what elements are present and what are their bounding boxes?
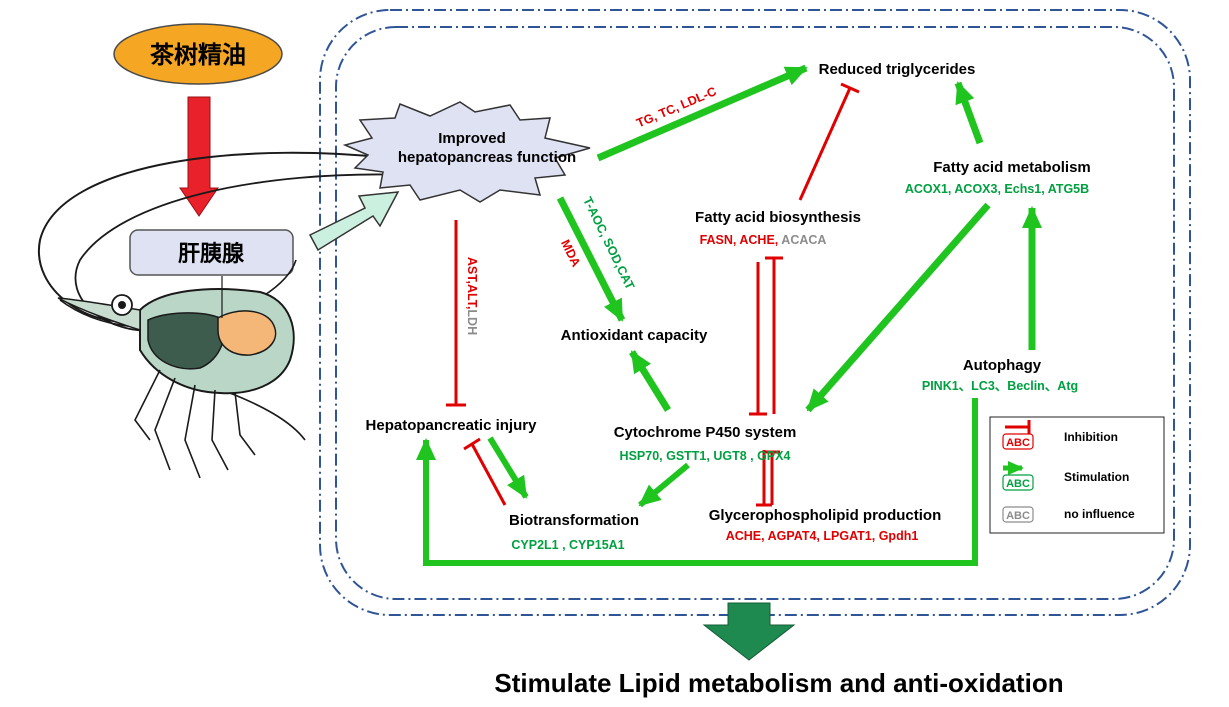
reduced-triglycerides-label: Reduced triglycerides [819, 61, 976, 78]
hepatopancreas-node: 肝胰腺 [129, 229, 294, 276]
arrow-injury-to-biotransformation [487, 436, 529, 499]
conclusion-title: Stimulate Lipid metabolism and anti-oxid… [494, 668, 1063, 698]
fatty-acid-biosynthesis-label: Fatty acid biosynthesis [695, 209, 861, 226]
stimulation-arrows [416, 64, 1042, 566]
legend-inhibition-swatch: ABC [1006, 437, 1030, 449]
biotransformation-genes: CYP2L1 , CYP15A1 [511, 538, 624, 552]
arrow-fam-to-p450 [805, 202, 991, 413]
glycerophospholipid-genes: ACHE, AGPAT4, LPGAT1, Gpdh1 [726, 529, 919, 543]
legend-stimulation: ABC Stimulation [1002, 461, 1129, 491]
fatty-acid-biosynthesis-genes: FASN, ACHE, ACACA [700, 233, 827, 247]
antioxidant-capacity-label: Antioxidant capacity [561, 327, 708, 344]
legend-stimulation-label: Stimulation [1064, 470, 1129, 484]
edge-label-ast-alt-ldh: AST,ALT,LDH [465, 257, 479, 335]
autophagy-genes: PINK1、LC3、Beclin、Atg [922, 379, 1078, 393]
down-arrow [702, 602, 796, 661]
inhibition-arrows [446, 82, 860, 507]
fab-genes-red: FASN, ACHE, [700, 233, 779, 247]
arrow-p450-to-antioxidant [629, 350, 671, 412]
legend-no-influence-swatch: ABC [1006, 510, 1030, 522]
hepatopancreas-function-line1: Improved [438, 130, 506, 147]
tea-tree-oil-node: 茶树精油 [113, 23, 283, 85]
fatty-acid-metabolism-label: Fatty acid metabolism [933, 159, 1091, 176]
arrow-autophagy-to-injury [416, 398, 978, 566]
legend-inhibition: ABC Inhibition [1002, 420, 1118, 450]
fatty-acid-metabolism-genes: ACOX1, ACOX3, Echs1, ATG5B [905, 182, 1089, 196]
autophagy-label: Autophagy [963, 357, 1042, 374]
improved-hepatopancreas-star: Improved hepatopancreas function [342, 101, 591, 203]
edge-label-ldh: LDH [465, 309, 479, 335]
edge-label-tao-sod-cat: T-AOC, SOD,CAT [580, 195, 637, 292]
fab-genes-gray: ACACA [781, 233, 826, 247]
biotransformation-label: Biotransformation [509, 512, 639, 529]
tea-tree-oil-label: 茶树精油 [150, 42, 246, 69]
mechanism-boundary [319, 9, 1191, 616]
input-red-arrow [179, 96, 219, 217]
edge-label-ast-alt: AST,ALT, [465, 257, 479, 310]
hepatopancreas-function-line2: hepatopancreas function [398, 149, 576, 166]
legend-no-influence-label: no influence [1064, 507, 1135, 521]
hepatopancreatic-injury-label: Hepatopancreatic injury [366, 417, 538, 434]
p450-label: Cytochrome P450 system [614, 424, 797, 441]
inhibit-fab-to-p450 [749, 256, 783, 416]
glycerophospholipid-label: Glycerophospholipid production [709, 507, 942, 524]
shrimp-illustration [37, 151, 411, 479]
inhibit-hepato-to-injury [446, 220, 466, 407]
hepatopancreas-label: 肝胰腺 [178, 241, 245, 266]
arrow-p450-to-biotransformation [638, 462, 690, 508]
inhibit-p450-glycerophospholipid [756, 450, 780, 507]
legend-stimulation-swatch: ABC [1006, 478, 1030, 490]
light-green-input-arrow [308, 191, 400, 252]
inhibit-bio-to-injury [463, 437, 507, 506]
p450-genes: HSP70, GSTT1, UGT8 , GPX4 [620, 449, 791, 463]
arrow-hepato-to-antioxidant [556, 196, 626, 322]
legend-inhibition-label: Inhibition [1064, 430, 1118, 444]
inhibit-fab-to-reduced-tg [798, 82, 860, 201]
arrow-fam-to-reduced-tg [954, 81, 984, 145]
arrow-hepato-to-reduced-tg [596, 64, 808, 162]
legend: ABC Inhibition ABC Stimulation ABC no in… [989, 416, 1165, 534]
legend-no-influence: ABC no influence [1002, 506, 1135, 523]
